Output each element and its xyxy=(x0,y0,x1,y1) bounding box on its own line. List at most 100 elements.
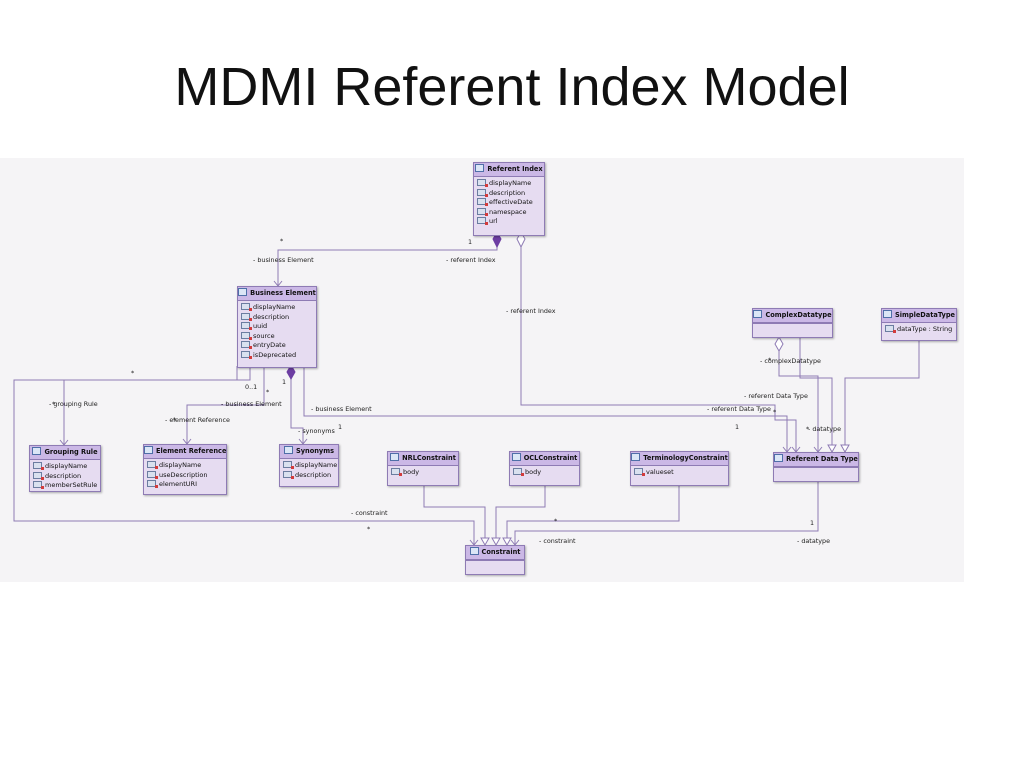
class-name: ComplexDatatype xyxy=(765,311,832,319)
generalization-tc xyxy=(506,485,680,545)
multiplicity-label: * xyxy=(280,237,284,245)
class-attribute: dataType : String xyxy=(885,325,953,335)
role-label: - business Element xyxy=(253,256,314,264)
class-name: Referent Data Type xyxy=(786,455,858,463)
class-icon xyxy=(882,310,892,318)
attribute-icon xyxy=(634,468,645,476)
attribute-name: description xyxy=(489,188,526,197)
class-nrl-constraint[interactable]: NRLConstraint body xyxy=(387,451,459,486)
aggregation-diamond-cd xyxy=(774,335,784,353)
attribute-icon xyxy=(33,481,44,489)
class-icon xyxy=(511,453,521,461)
attribute-icon xyxy=(283,461,294,469)
role-label: - constraint xyxy=(539,537,576,545)
role-label: - referent Index xyxy=(506,307,556,315)
attribute-name: displayName xyxy=(489,179,532,187)
multiplicity-label: * xyxy=(768,356,772,364)
class-attribute: displayName xyxy=(241,303,313,313)
class-attribute: entryDate xyxy=(241,341,313,351)
class-icon xyxy=(631,453,641,461)
class-name: Referent Index xyxy=(487,165,543,173)
class-icon xyxy=(475,164,485,172)
attribute-icon xyxy=(241,341,252,349)
class-name: Grouping Rule xyxy=(44,448,98,456)
attribute-icon xyxy=(147,461,158,469)
gen-triangle-sdt xyxy=(840,444,850,454)
attribute-name: dataType : String xyxy=(897,325,953,333)
association-cd-rdt xyxy=(778,348,819,452)
role-label: - datatype xyxy=(808,425,842,433)
multiplicity-label: 1 xyxy=(810,519,815,527)
role-label: - referent Data Type xyxy=(744,392,808,400)
association-be-er xyxy=(186,366,265,444)
class-attribute: body xyxy=(513,468,576,478)
attribute-icon xyxy=(241,331,252,340)
attribute-icon xyxy=(513,468,524,476)
class-name: Business Element xyxy=(250,289,316,297)
attribute-icon xyxy=(33,462,44,470)
attribute-name: namespace xyxy=(489,207,527,216)
class-attribute: displayName xyxy=(477,179,541,189)
class-referent-data-type[interactable]: Referent Data Type xyxy=(773,452,859,482)
class-icon xyxy=(390,453,400,461)
class-attribute: namespace xyxy=(477,207,541,218)
generalization-sdt xyxy=(844,339,920,452)
attribute-icon xyxy=(147,470,158,479)
role-label: - business Element xyxy=(221,400,282,408)
gen-triangle-ocl xyxy=(491,537,501,547)
attribute-name: displayName xyxy=(253,303,296,311)
attribute-name: valueset xyxy=(646,468,674,476)
attribute-icon xyxy=(477,179,488,187)
multiplicity-label: * xyxy=(806,425,810,433)
attribute-name: url xyxy=(489,217,498,225)
attribute-name: uuid xyxy=(253,322,268,330)
class-attribute: displayName xyxy=(147,461,223,471)
attribute-name: useDescription xyxy=(159,470,208,479)
class-simple-datatype[interactable]: SimpleDataType dataType : String xyxy=(881,308,957,341)
attribute-name: effectiveDate xyxy=(489,198,533,206)
association-be-syn xyxy=(290,372,304,444)
role-label: - grouping Rule xyxy=(49,400,98,408)
multiplicity-label: 1 xyxy=(338,423,343,431)
page-title: MDMI Referent Index Model xyxy=(174,57,850,117)
class-attribute: useDescription xyxy=(147,470,223,481)
attribute-name: description xyxy=(295,470,332,479)
class-name: SimpleDataType xyxy=(894,311,956,319)
class-constraint[interactable]: Constraint xyxy=(465,545,525,575)
attribute-name: elementURI xyxy=(159,480,197,488)
class-attribute: uuid xyxy=(241,322,313,332)
class-ocl-constraint[interactable]: OCLConstraint body xyxy=(509,451,580,486)
gen-triangle-nrl xyxy=(480,537,490,547)
gen-triangle-tc xyxy=(502,537,512,547)
attribute-name: memberSetRule xyxy=(45,481,98,489)
attribute-icon xyxy=(477,198,488,206)
multiplicity-label: * xyxy=(131,369,135,377)
generalization-cd xyxy=(799,338,833,452)
association-lines xyxy=(13,230,920,547)
class-icon xyxy=(32,447,42,455)
class-name: OCLConstraint xyxy=(523,454,578,462)
role-label: - synonyms xyxy=(298,427,335,435)
multiplicity-label: 1 xyxy=(468,238,473,246)
class-attribute: displayName xyxy=(283,461,337,471)
attribute-name: description xyxy=(45,471,82,480)
attribute-icon xyxy=(241,350,252,359)
multiplicity-label: * xyxy=(52,400,56,408)
multiplicity-label: * xyxy=(773,408,777,416)
class-name: Synonyms xyxy=(295,447,335,455)
role-label: - element Reference xyxy=(165,416,230,424)
role-label: - referent Data Type xyxy=(707,405,771,413)
role-label: - constraint xyxy=(351,509,388,517)
class-terminology-constraint[interactable]: TerminologyConstraint valueset xyxy=(630,451,729,486)
class-icon xyxy=(283,446,293,454)
class-attribute: elementURI xyxy=(147,480,223,490)
association-rdt-constraint xyxy=(514,482,819,545)
class-attribute: url xyxy=(477,217,541,227)
class-complex-datatype[interactable]: ComplexDatatype xyxy=(752,308,833,338)
multiplicity-label: * xyxy=(173,416,177,424)
